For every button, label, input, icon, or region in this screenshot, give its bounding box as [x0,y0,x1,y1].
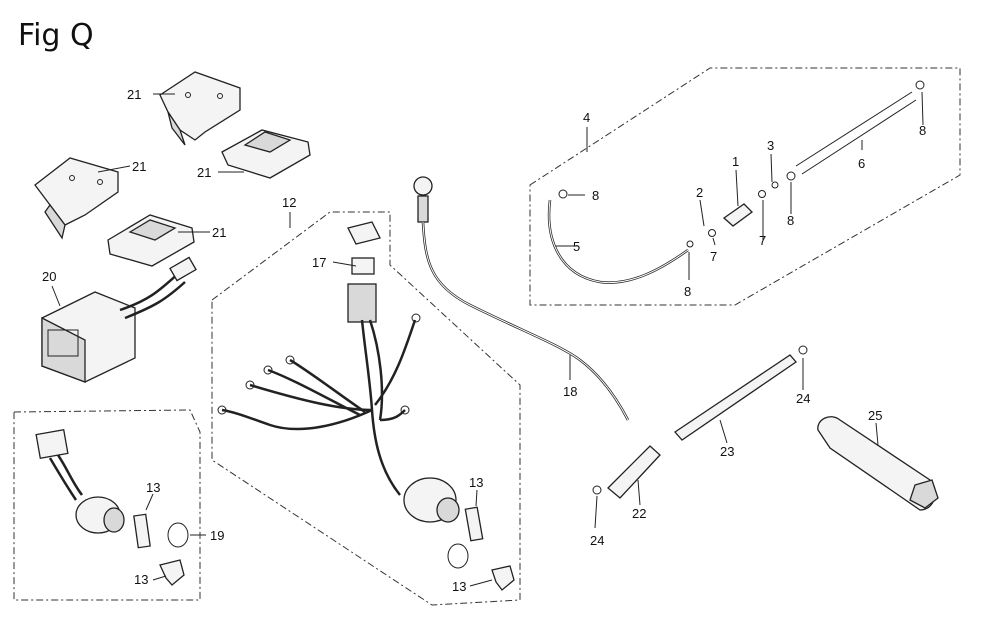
wire-harness-12 [217,221,515,591]
callout-13-c: 13 [469,475,483,490]
callout-8-b: 8 [684,284,691,299]
callout-2: 2 [696,185,703,200]
callout-21-lower: 21 [212,225,226,240]
callout-18: 18 [563,384,577,399]
callout-13-b: 13 [134,572,148,587]
callout-7-a: 7 [710,249,717,264]
callout-25: 25 [868,408,882,423]
callout-8-d: 8 [919,123,926,138]
callout-21-left: 21 [132,159,146,174]
callout-17: 17 [312,255,326,270]
callout-21-middle: 21 [197,165,211,180]
callout-3: 3 [767,138,774,153]
leader-lines [51,91,924,587]
callout-13-d: 13 [452,579,466,594]
callout-23: 23 [720,444,734,459]
callout-24-upper: 24 [796,391,810,406]
key-switch-19 [35,428,189,586]
mount-rubber-21-middle [221,129,311,179]
callout-8-a: 8 [592,188,599,203]
regulator-20 [41,256,197,383]
callout-5: 5 [573,239,580,254]
wrench-25 [817,416,939,511]
callout-20: 20 [42,269,56,284]
tool-23 [674,354,797,441]
cable-18 [413,176,630,421]
callout-13-a: 13 [146,480,160,495]
mount-rubber-21-lower [107,214,195,267]
callout-labels: 21 21 21 21 20 12 17 18 4 8 5 8 7 2 1 7 … [42,87,926,594]
group-box-4 [529,67,961,306]
callout-19: 19 [210,528,224,543]
callout-1: 1 [732,154,739,169]
figure-title: Fig Q [18,18,94,53]
callout-21-top: 21 [127,87,141,102]
callout-24-lower: 24 [590,533,604,548]
bracket-21-left [34,157,119,240]
group-box-19 [13,409,201,601]
washer-24-lower [592,485,602,495]
group-box-12 [211,211,521,606]
tool-22 [607,445,661,499]
callout-6: 6 [858,156,865,171]
callout-4: 4 [583,110,590,125]
fuel-line-group-4 [547,80,925,284]
callout-7-b: 7 [759,233,766,248]
callout-22: 22 [632,506,646,521]
bracket-21-top [159,71,241,146]
washer-24-upper [798,345,808,355]
callout-12: 12 [282,195,296,210]
callout-8-c: 8 [787,213,794,228]
